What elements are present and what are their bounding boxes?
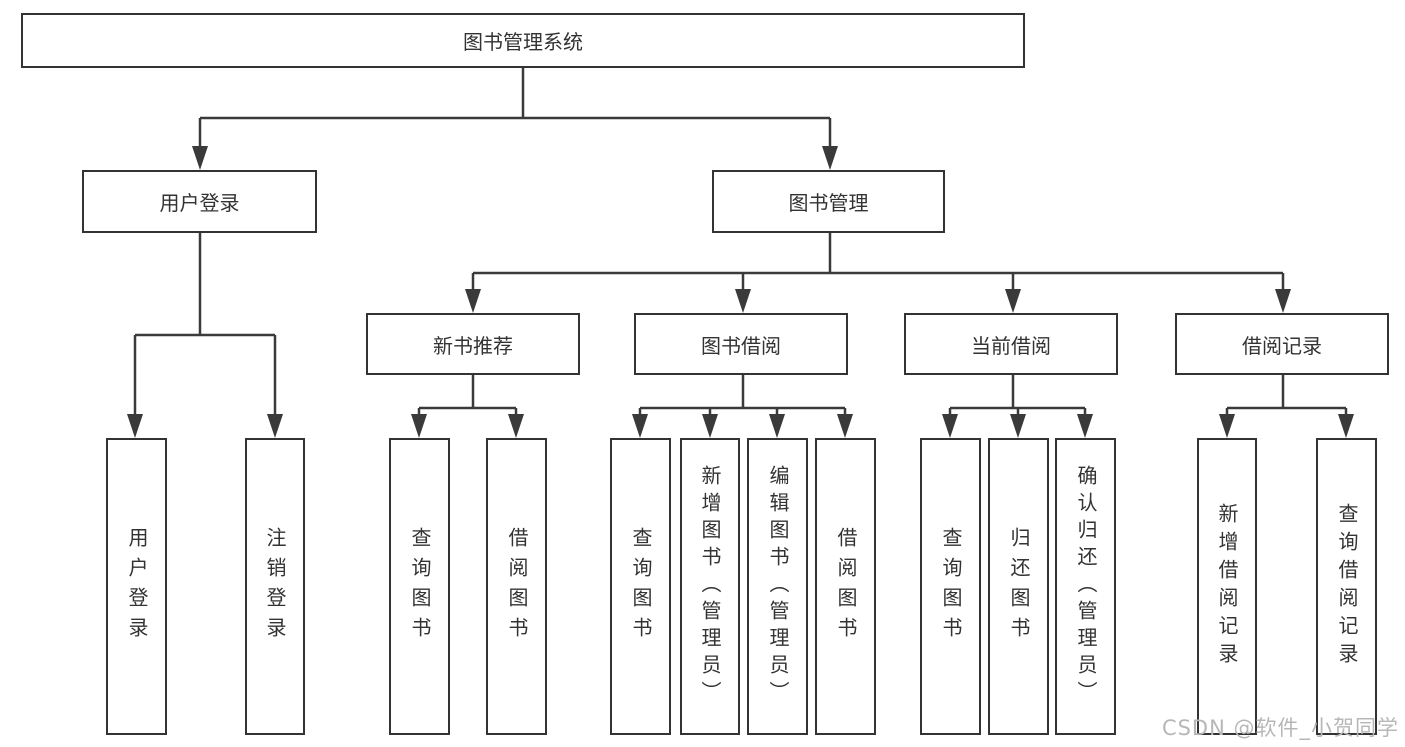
arrowhead-icon	[508, 414, 524, 438]
node-leaf-logout: 注销登录	[245, 438, 305, 735]
node-leaf-query-borrow-record: 查询借阅记录	[1316, 438, 1377, 735]
node-user-login: 用户登录	[82, 170, 317, 233]
node-leaf-query-book-recommend: 查询图书	[389, 438, 450, 735]
arrowhead-icon	[192, 146, 208, 170]
arrowhead-icon	[127, 414, 143, 438]
connector-book-borrow	[638, 375, 847, 420]
csdn-watermark: CSDN @软件_小贺同学	[1161, 716, 1399, 740]
arrowhead-icon	[822, 146, 838, 170]
arrowhead-icon	[942, 414, 958, 438]
connector-borrow-records	[1225, 375, 1348, 420]
arrowhead-icons	[127, 146, 1354, 438]
arrowhead-icon	[465, 289, 481, 313]
node-leaf-add-borrow-record: 新增借阅记录	[1197, 438, 1257, 735]
arrowhead-icon	[1010, 414, 1026, 438]
node-root-system: 图书管理系统	[21, 13, 1025, 68]
arrowhead-icon	[837, 414, 853, 438]
node-borrow-records: 借阅记录	[1175, 313, 1389, 375]
connector-book-management	[471, 233, 1285, 295]
arrowhead-icon	[1338, 414, 1354, 438]
node-leaf-edit-book-admin: 编辑图书（管理员）	[747, 438, 808, 735]
node-book-management: 图书管理	[712, 170, 945, 233]
node-book-borrow: 图书借阅	[634, 313, 848, 375]
arrowhead-icon	[632, 414, 648, 438]
node-leaf-return-book: 归还图书	[988, 438, 1049, 735]
arrowhead-icon	[702, 414, 718, 438]
arrowhead-icon	[1005, 289, 1021, 313]
arrowhead-icon	[735, 289, 751, 313]
node-leaf-confirm-return-admin: 确认归还（管理员）	[1055, 438, 1116, 735]
arrowhead-icon	[1077, 414, 1093, 438]
arrowhead-icon	[1219, 414, 1235, 438]
node-leaf-user-login: 用户登录	[106, 438, 167, 735]
connector-user-login	[133, 233, 277, 420]
arrowhead-icon	[267, 414, 283, 438]
node-leaf-add-book-admin: 新增图书（管理员）	[680, 438, 740, 735]
arrowhead-icon	[769, 414, 785, 438]
connector-new-book-recommend	[417, 375, 518, 420]
node-current-borrow: 当前借阅	[904, 313, 1118, 375]
node-new-book-recommend: 新书推荐	[366, 313, 580, 375]
arrowhead-icon	[411, 414, 427, 438]
node-leaf-query-book-borrow: 查询图书	[610, 438, 671, 735]
connector-current-borrow	[948, 375, 1087, 420]
node-leaf-borrow-book-recommend: 借阅图书	[486, 438, 547, 735]
node-leaf-borrow-book-borrow: 借阅图书	[815, 438, 876, 735]
arrowhead-icon	[1275, 289, 1291, 313]
connector-root	[198, 68, 832, 152]
node-leaf-query-book-current: 查询图书	[920, 438, 981, 735]
